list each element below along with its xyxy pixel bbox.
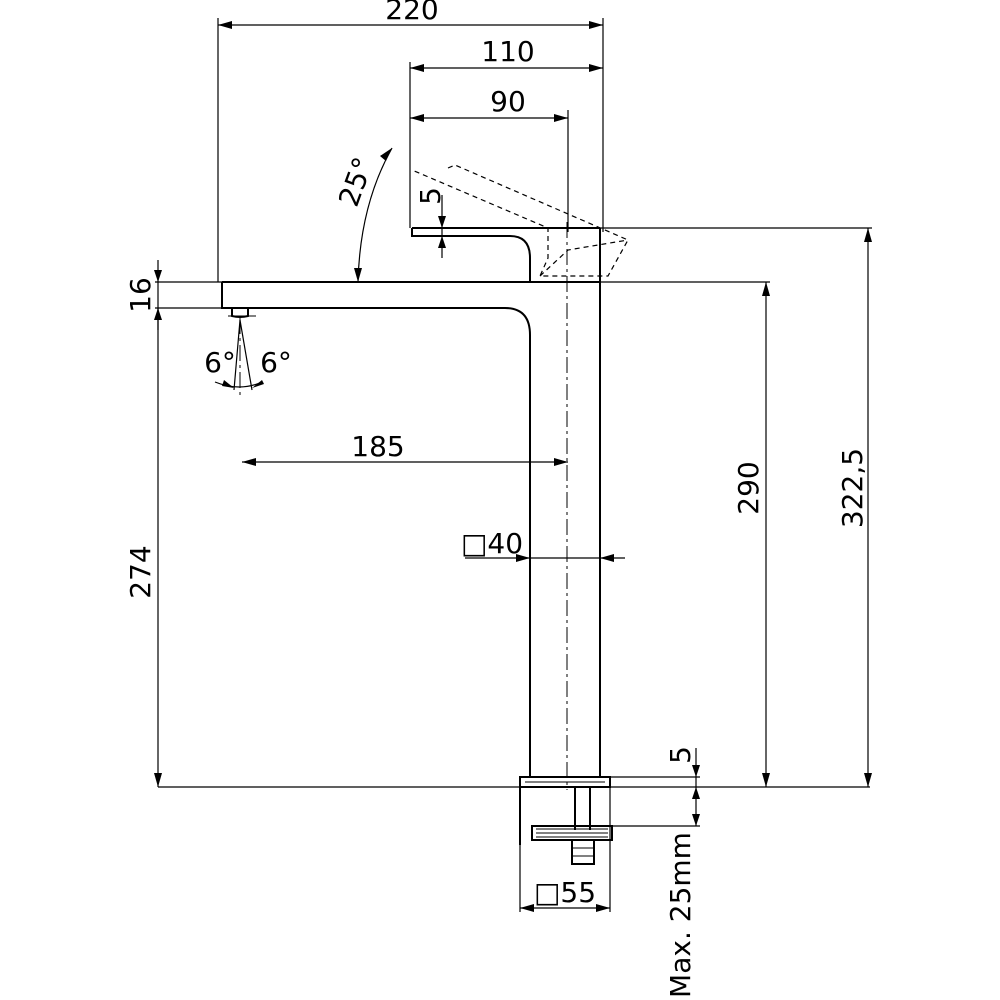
label-110: 110 (481, 35, 534, 68)
arrow (864, 228, 872, 242)
label-base-plate: 5 (664, 746, 697, 764)
label-25-deg: 25° (332, 153, 380, 211)
dimension-labels: 220 110 90 25° 5 16 6° 6° 185 □40 274 29… (124, 0, 869, 998)
lever-open-position (411, 164, 629, 277)
label-6-deg-right: 6° (260, 346, 292, 379)
arrow (596, 904, 610, 912)
label-220: 220 (385, 0, 438, 26)
fixing-washer (531, 825, 613, 841)
label-max-25mm: Max. 25mm (664, 832, 697, 998)
label-6-deg-left: 6° (204, 346, 236, 379)
arrow (380, 148, 392, 161)
label-lever-gap: 5 (414, 187, 447, 205)
label-185: 185 (351, 430, 404, 463)
arrow (554, 458, 568, 466)
dimension-lines (154, 18, 872, 912)
label-40: □40 (461, 527, 523, 560)
fixing-washer-ridges (536, 828, 608, 838)
label-290: 290 (732, 461, 765, 514)
arrow (520, 904, 534, 912)
arrow (554, 114, 568, 122)
arrow (438, 216, 446, 228)
arrow (242, 458, 256, 466)
arrow (410, 64, 424, 72)
label-90: 90 (490, 85, 526, 118)
label-274: 274 (124, 545, 157, 598)
arrow (762, 282, 770, 296)
lever-open-facet (539, 239, 629, 277)
spout-end (221, 282, 248, 309)
label-16: 16 (124, 277, 157, 313)
lever-closed-lower (411, 228, 531, 282)
arrow (516, 554, 530, 562)
arrow (864, 773, 872, 787)
spout-bottom-edge (248, 307, 531, 777)
arrow (354, 268, 362, 282)
arrow (410, 114, 424, 122)
arrow (762, 773, 770, 787)
arrow (222, 380, 234, 388)
arrow (600, 554, 614, 562)
fixing-nut (571, 840, 595, 865)
spray-line-left (233, 319, 241, 391)
label-322-5: 322,5 (836, 448, 869, 528)
arrow (218, 21, 232, 29)
arrow (589, 64, 603, 72)
arrow (692, 814, 700, 826)
label-55: □55 (534, 876, 596, 909)
arrow (692, 787, 700, 799)
mixer-outline (221, 164, 629, 865)
arrow (589, 21, 603, 29)
arrow (154, 773, 162, 787)
arrow (154, 270, 162, 282)
fixing-nut-lines (572, 847, 594, 857)
arrow (692, 765, 700, 777)
arrow (252, 380, 264, 388)
spray-line-right (239, 319, 253, 391)
dim-arc-25 (357, 147, 393, 283)
arrow (438, 236, 446, 248)
